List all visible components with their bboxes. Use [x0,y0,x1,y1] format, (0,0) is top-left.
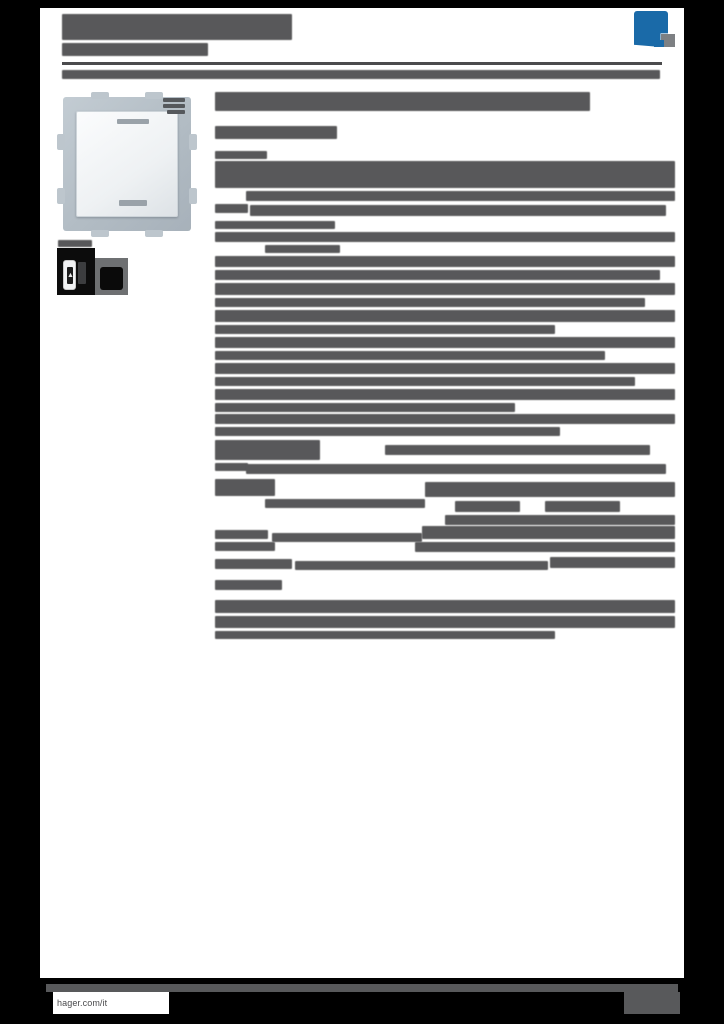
redacted-text-bar [215,363,675,374]
redacted-text-bar [215,204,248,213]
redacted-text-bar [215,427,560,436]
hager-logo-tail [654,40,664,47]
redacted-text-bar [215,580,282,590]
redacted-text-bar [215,270,660,280]
redacted-text-bar [550,557,675,568]
claw-right-top [189,134,197,150]
redacted-text-bar [215,389,675,400]
socket-side-part [78,262,86,284]
claw-bottom-right [145,230,163,237]
redacted-text-bar [215,479,275,496]
page-number-box [624,992,680,1014]
header-divider [62,62,662,65]
redacted-text-bar [215,414,675,424]
redacted-text-bar [215,631,555,639]
redacted-text-bar [215,298,645,307]
claw-top-left [91,92,109,99]
redacted-text-bar [215,92,590,111]
claw-right-bottom [189,188,197,204]
redacted-text-bar [246,191,675,201]
redacted-text-bar [265,245,340,253]
redacted-text-bar [62,43,208,56]
redacted-text-bar [215,403,515,412]
redacted-text-bar [295,561,548,570]
label-marking [163,98,185,102]
component-photo-frame [95,258,128,295]
redacted-text-bar [215,337,675,348]
cover-print-top [117,119,149,124]
redacted-text-bar [422,526,675,539]
redacted-text-bar [272,533,422,542]
redacted-text-bar [215,600,675,613]
redacted-text-bar [215,530,268,539]
socket-insert: ▲ [63,260,76,290]
redacted-text-bar [62,70,660,79]
redacted-text-bar [215,310,675,322]
component-photo-module: ▲ [57,248,95,295]
redacted-text-bar [215,161,675,188]
label-marking [167,110,185,114]
redacted-text-bar [215,232,675,242]
socket-slot: ▲ [67,267,74,284]
redacted-text-bar [215,616,675,628]
redacted-text-bar [215,542,275,551]
redacted-text-bar [385,445,650,455]
redacted-text-bar [215,559,292,569]
frame-opening [100,267,123,290]
claw-top-right [145,92,163,99]
cover-print-bottom [119,200,147,206]
claw-left-top [57,134,65,150]
redacted-text-bar [265,499,425,508]
redacted-text-bar [215,126,337,139]
redacted-text-bar [215,256,675,267]
redacted-text-bar [215,351,605,360]
redacted-text-bar [415,542,675,552]
product-photo [57,92,197,237]
claw-bottom-left [91,230,109,237]
claw-left-bottom [57,188,65,204]
redacted-text-bar [545,501,620,512]
website-link[interactable]: hager.com/it [57,998,108,1008]
website-link-box[interactable]: hager.com/it [53,992,169,1014]
redacted-text-bar [215,151,267,159]
label-marking [163,104,185,108]
cover-plate [76,111,178,217]
redacted-text-bar [215,221,335,229]
redacted-text-bar [445,515,675,525]
redacted-text-bar [215,283,675,295]
redacted-text-bar [246,464,666,474]
redacted-text-bar [58,240,92,247]
redacted-text-bar [62,14,292,40]
redacted-text-bar [215,325,555,334]
hager-logo-notch [661,34,675,47]
redacted-text-bar [425,482,675,497]
redacted-text-bar [250,205,666,216]
redacted-text-bar [215,377,635,386]
redacted-text-bar [215,463,248,471]
redacted-text-bar [455,501,520,512]
footer-rule [46,984,678,992]
redacted-text-bar [215,440,320,460]
